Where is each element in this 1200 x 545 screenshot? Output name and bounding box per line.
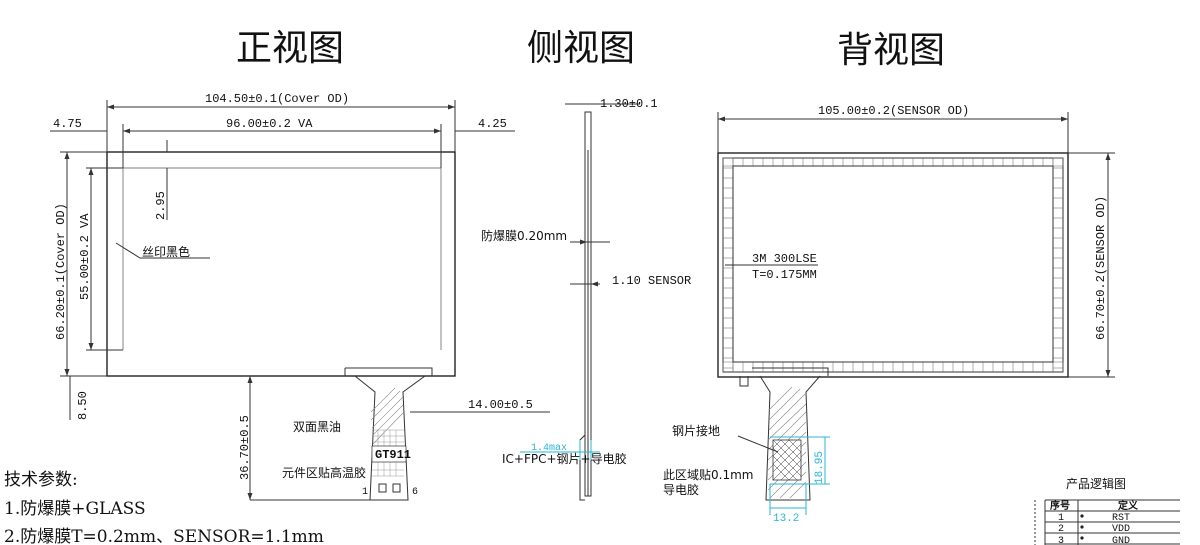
steel-ground-label: 钢片接地 [672,423,720,438]
max-thickness-label: 1.4max [531,443,567,454]
dim-va-width [122,124,442,168]
side-view-title: 侧视图 [527,28,635,69]
logic-header-no: 序号 [1050,499,1070,513]
tape-name-label: 3M 300LSE [752,252,817,266]
logic-header-def: 定义 [1118,499,1139,513]
dim-right-margin: 4.25 [478,117,507,131]
spec-item-1: 1.防爆膜+GLASS [4,499,146,519]
dim-cover-height-label: 66.20±0.1(Cover OD) [54,203,68,340]
area-note-1: 此区域贴0.1mm [663,468,753,482]
dim-fpc-length: 36.70±0.5 [238,415,252,480]
front-view: 104.50±0.1(Cover OD) 96.00±0.2 VA 4.75 4… [50,92,550,501]
sensor-outline [717,152,1069,378]
dim-stiffener-height: 18.95 [814,451,826,484]
front-fpc: 双面黑油 GT911 元件区贴高温胶 1 6 [282,367,433,501]
dim-va-height-label: 55.00±0.2 VA [78,213,92,300]
back-view-title: 背视图 [837,30,945,71]
dim-top-margin: 2.95 [154,191,168,220]
ic-label: GT911 [375,448,411,462]
dim-fpc-width: 14.00±0.5 [468,398,533,412]
dim-left-margin: 4.75 [53,117,82,131]
film-thickness-label: 防爆膜0.20mm [481,228,567,243]
sensor-thickness-label: 1.10 SENSOR [612,274,691,288]
logic-row-2-def: VDD [1112,524,1130,535]
dim-sensor-height: 66.70±0.2(SENSOR OD) [1094,196,1108,340]
steel-stiffener [772,439,802,481]
tech-specs: 技术参数: 1.防爆膜+GLASS 2.防爆膜T=0.2mm、SENSOR=1.… [4,470,324,545]
pin-1-label: 1 [362,487,368,498]
logic-table: 产品逻辑图 序号 定义 1 RST 2 VDD 3 GND [1034,477,1180,545]
double-oil-label: 双面黑油 [293,420,341,434]
dim-bottom-margin: 8.50 [76,391,90,420]
logic-row-1-no: 1 [1058,513,1064,524]
stack-note: IC+FPC+钢片+导电胶 [502,451,627,466]
specs-heading: 技术参数: [4,470,78,490]
area-note-2: 导电胶 [663,482,699,497]
va-outline [122,167,442,350]
cover-glass-outline [106,151,456,377]
spec-item-2: 2.防爆膜T=0.2mm、SENSOR=1.1mm [4,527,324,545]
dim-sensor-width: 105.00±0.2(SENSOR OD) [818,104,969,118]
logic-row-3-def: GND [1112,536,1130,545]
logic-row-1-def: RST [1112,513,1130,524]
dim-va-width-label: 96.00±0.2 VA [226,117,313,131]
logic-table-title: 产品逻辑图 [1066,477,1126,491]
tape-thickness-label: T=0.175MM [752,268,817,282]
component-area-label: 元件区贴高温胶 [282,465,366,480]
sensor-inner-area [732,165,1054,363]
logic-row-2-no: 2 [1058,524,1064,535]
tape-frame [722,157,1064,372]
dim-stiffener-width: 13.2 [773,513,799,525]
pin-6-label: 6 [412,487,418,498]
side-view: 1.30±0.1 防爆膜0.20mm 1.10 SENSOR 1.4max IC… [481,97,691,501]
front-view-title: 正视图 [236,28,344,69]
dim-cover-width [106,100,456,152]
logic-row-3-no: 3 [1058,536,1064,545]
back-view: 105.00±0.2(SENSOR OD) 66.70±0.2(SENSOR O… [663,104,1115,525]
dim-cover-width-label: 104.50±0.1(Cover OD) [205,92,349,106]
dim-va-height [86,167,123,351]
dim-total-thickness: 1.30±0.1 [600,97,658,111]
silk-print-label: 丝印黑色 [142,245,190,259]
